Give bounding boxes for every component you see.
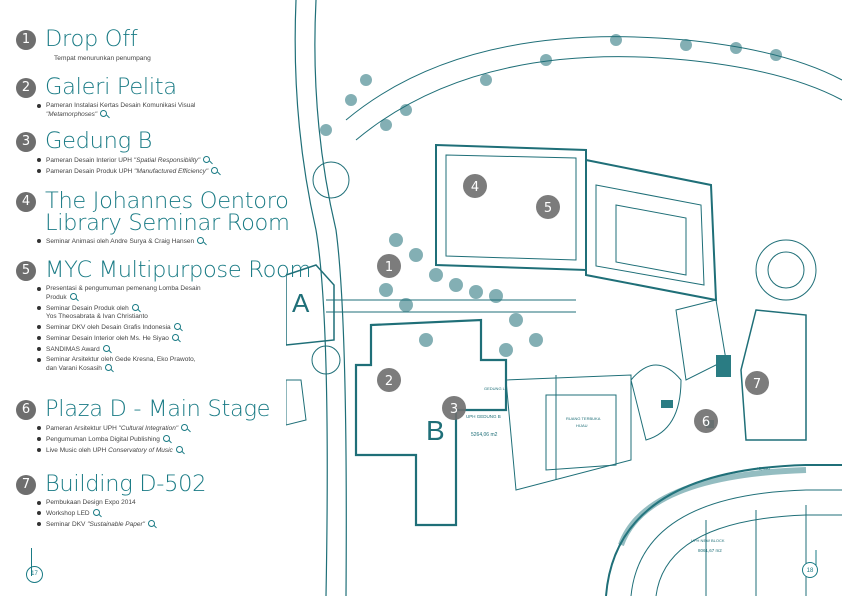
section-title: Gedung B xyxy=(45,128,153,154)
section-number: 6 xyxy=(16,399,36,420)
list-item: Pameran Desain Produk UPH "Manufactured … xyxy=(16,167,219,176)
section-title: Building D-502 xyxy=(45,471,207,497)
building-l-label: GEDUNG L xyxy=(484,386,506,391)
list-item: Presentasi & pengumuman pemenang Lomba D… xyxy=(16,285,311,302)
section-building-d502: 7 Building D-502 Pembukaan Design Expo 2… xyxy=(16,473,206,531)
list-item: Pameran Arsitektur UPH "Cultural Integra… xyxy=(16,424,270,433)
list-item: Seminar Desain Interior oleh Ms. He Siya… xyxy=(16,334,311,343)
list-item: Seminar Animasi oleh Andre Surya & Craig… xyxy=(16,237,290,246)
section-galeri-pelita: 2 Galeri Pelita Pameran Instalasi Kertas… xyxy=(16,76,195,121)
map-pin-7[interactable]: 7 xyxy=(745,371,769,395)
magnifier-icon[interactable] xyxy=(203,156,211,163)
section-drop-off: 1 Drop Off Tempat menurunkan penumpang xyxy=(16,28,151,62)
magnifier-icon[interactable] xyxy=(100,110,108,117)
list-item: Workshop LED xyxy=(16,509,206,518)
magnifier-icon[interactable] xyxy=(147,520,155,527)
svg-text:4: 4 xyxy=(471,180,479,195)
page-mark-stem xyxy=(31,548,32,576)
svg-text:3: 3 xyxy=(450,402,458,417)
section-plaza-d: 6 Plaza D - Main Stage Pameran Arsitektu… xyxy=(16,396,271,457)
map-pin-4[interactable]: 4 xyxy=(463,174,487,198)
map-pin-3[interactable]: 3 xyxy=(442,396,466,420)
plaza-label-2: HIJAU xyxy=(576,423,588,428)
magnifier-icon[interactable] xyxy=(162,435,170,442)
section-gedung-b: 3 Gedung B Pameran Desain Interior UPH "… xyxy=(16,128,219,178)
map-pin-5[interactable]: 5 xyxy=(536,195,560,219)
map-pins: 1 2 3 4 5 6 7 xyxy=(377,174,769,433)
magnifier-icon[interactable] xyxy=(197,237,205,244)
section-number: 3 xyxy=(16,131,36,152)
list-item: Pengumuman Lomba Digital Publishing xyxy=(16,435,270,444)
svg-text:1: 1 xyxy=(385,260,393,275)
building-letter-b: B xyxy=(426,415,445,446)
magnifier-icon[interactable] xyxy=(92,509,100,516)
magnifier-icon[interactable] xyxy=(102,345,110,352)
section-number: 2 xyxy=(16,77,36,98)
building-letter-a: A xyxy=(292,288,310,318)
svg-text:5: 5 xyxy=(544,201,552,216)
magnifier-icon[interactable] xyxy=(175,446,183,453)
map-pin-6[interactable]: 6 xyxy=(694,409,718,433)
building-d-caption: UPH NEW BLOCK xyxy=(691,538,725,543)
building-b-area: 5264,06 m2 xyxy=(471,432,498,438)
section-number: 4 xyxy=(16,192,36,212)
section-subtitle: Tempat menurunkan penumpang xyxy=(54,55,151,62)
svg-text:6: 6 xyxy=(702,415,710,430)
magnifier-icon[interactable] xyxy=(131,304,139,311)
site-plan-drawing: A B UPH GEDUNG B 5264,06 m2 UPH NEW BLOC… xyxy=(286,0,842,596)
magnifier-icon[interactable] xyxy=(104,364,112,371)
magnifier-icon[interactable] xyxy=(69,293,77,300)
section-number: 1 xyxy=(16,29,36,50)
magnifier-icon[interactable] xyxy=(171,334,179,341)
page-number-left: 17 xyxy=(26,566,43,583)
magnifier-icon[interactable] xyxy=(211,167,219,174)
list-item: Seminar DKV "Sustainable Paper" xyxy=(16,520,206,529)
section-title: Plaza D - Main Stage xyxy=(45,396,271,422)
building-b-caption: UPH GEDUNG B xyxy=(466,414,501,419)
elevation-label: +0,450 xyxy=(756,466,770,471)
section-title: MYC Multipurpose Room xyxy=(45,257,312,283)
map-pin-1[interactable]: 1 xyxy=(377,254,401,278)
list-item: Live Music oleh UPH Conservatory of Musi… xyxy=(16,446,270,455)
list-item: Seminar DKV oleh Desain Grafis Indonesia xyxy=(16,323,311,332)
list-item: Pembukaan Design Expo 2014 xyxy=(16,499,206,507)
section-number: 5 xyxy=(16,260,36,281)
section-title: Drop Off xyxy=(45,26,138,52)
list-item: Pameran Instalasi Kertas Desain Komunika… xyxy=(16,102,195,119)
section-myc-multipurpose-room: 5 MYC Multipurpose Room Presentasi & pen… xyxy=(16,259,311,375)
list-item: Pameran Desain Interior UPH "Spatial Res… xyxy=(16,156,218,165)
magnifier-icon[interactable] xyxy=(181,424,189,431)
page-mark-right: 18 xyxy=(802,550,818,578)
list-item: Seminar Arsitektur oleh Gede Kresna, Eko… xyxy=(16,356,311,373)
svg-text:2: 2 xyxy=(385,374,393,389)
map-pin-2[interactable]: 2 xyxy=(377,368,401,392)
magnifier-icon[interactable] xyxy=(173,323,181,330)
list-item: SANDIMAS Award xyxy=(16,345,311,354)
plaza-label: RUANG TERBUKA xyxy=(566,416,601,421)
campus-site-plan: A B UPH GEDUNG B 5264,06 m2 UPH NEW BLOC… xyxy=(286,0,842,596)
section-title: Galeri Pelita xyxy=(45,74,177,100)
building-d-area: 8061,67 m2 xyxy=(698,548,722,553)
svg-text:7: 7 xyxy=(753,377,761,392)
page-number-right: 18 xyxy=(807,568,814,574)
section-number: 7 xyxy=(16,474,36,495)
legend-panel: 1 Drop Off Tempat menurunkan penumpang 2… xyxy=(0,0,311,596)
